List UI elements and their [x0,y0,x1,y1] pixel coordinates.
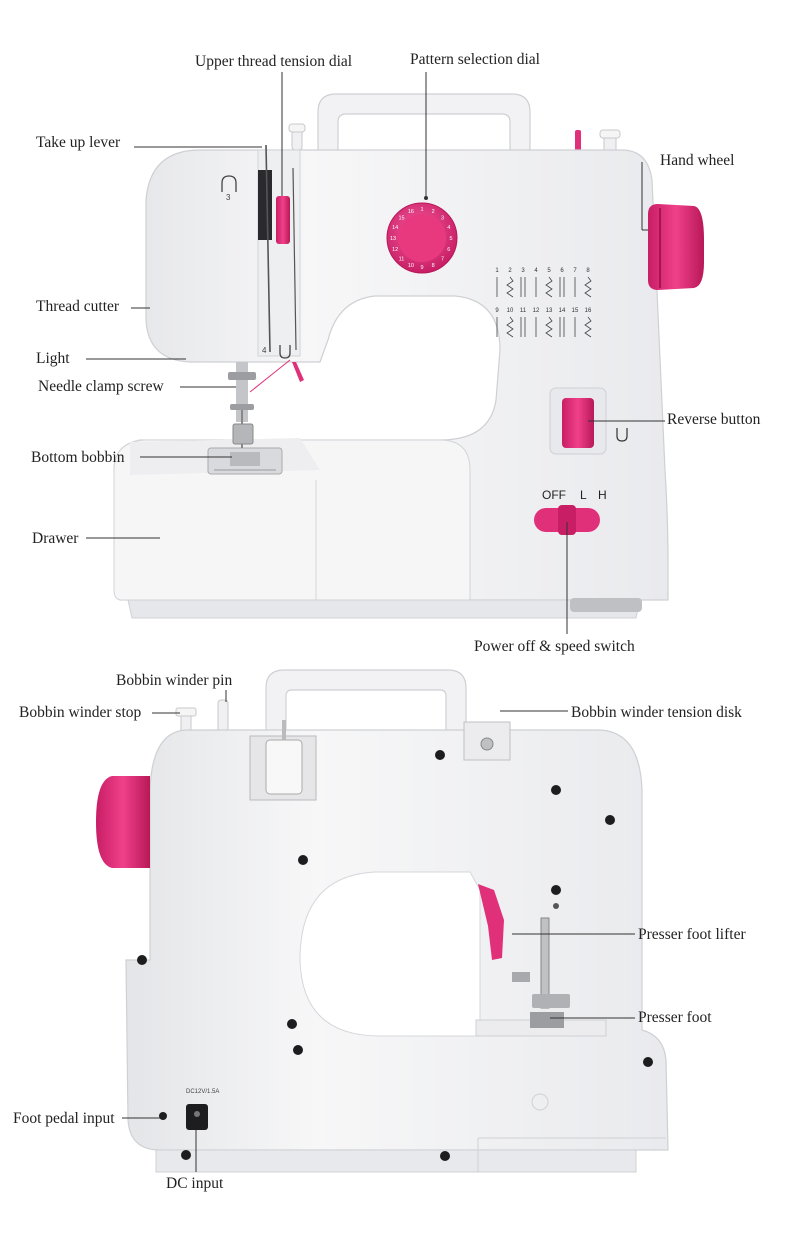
stitch-number: 6 [560,268,564,274]
side-hand-wheel [96,776,150,868]
dial-number: 4 [447,225,450,231]
stitch-number: 12 [533,308,540,314]
stitch-number: 14 [559,308,566,314]
label-dc-input: DC input [166,1175,224,1192]
dial-number: 16 [408,209,414,215]
dial-number: 10 [408,263,414,269]
switch-label-off: OFF [542,488,566,502]
side-mark-bottom: 4 [262,346,267,355]
stitch-number: 5 [547,268,551,274]
stitch-number: 8 [586,268,590,274]
label-presser-foot-lifter: Presser foot lifter [638,926,746,943]
stitch-number: 15 [572,308,579,314]
switch-label-l: L [580,488,587,502]
dial-number: 2 [432,209,435,215]
stitch-number: 2 [508,268,512,274]
dial-number: 13 [390,236,396,242]
dc-rating-text: DC12V/1.5A [186,1089,219,1095]
stitch-pattern-glyph [520,317,526,337]
stitch-pattern-glyph [506,316,514,338]
label-reverse-button: Reverse button [667,411,761,428]
stitch-number: 13 [546,308,553,314]
hand-wheel [648,204,704,290]
label-bobbin-winder-tension-disk: Bobbin winder tension disk [571,704,742,721]
dial-number: 15 [398,216,404,222]
label-power-off-speed-switch: Power off & speed switch [474,638,635,655]
label-presser-foot: Presser foot [638,1009,712,1026]
label-bobbin-winder-stop: Bobbin winder stop [19,704,142,721]
switch-label-h: H [598,488,607,502]
stitch-number: 9 [495,308,499,314]
label-needle-clamp-screw: Needle clamp screw [38,378,164,395]
stitch-number: 4 [534,268,538,274]
label-foot-pedal-input: Foot pedal input [13,1110,115,1127]
stitch-number: 3 [521,268,525,274]
stitch-number: 10 [507,308,514,314]
side-mark-top: 3 [226,193,231,202]
side-machine: DC12V/1.5A [96,669,669,1173]
drawer-front [113,439,471,601]
dial-number: 1 [420,207,423,213]
dial-number: 12 [392,247,398,253]
label-hand-wheel: Hand wheel [660,152,735,169]
label-upper-thread-tension-dial: Upper thread tension dial [195,53,353,70]
label-drawer: Drawer [32,530,79,547]
label-thread-cutter: Thread cutter [36,298,120,315]
side-callout-lines [122,690,635,1172]
stitch-pattern-glyph [559,317,565,337]
stitch-number: 11 [520,308,527,314]
front-callout-lines [86,72,665,634]
label-bottom-bobbin: Bottom bobbin [31,449,125,466]
stitch-pattern-glyph [506,276,514,298]
stitch-pattern-glyph [584,276,592,298]
dial-number: 5 [449,236,452,242]
dial-number: 14 [392,225,398,231]
stitch-number: 1 [495,268,499,274]
dial-number: 8 [432,263,435,269]
stitch-pattern-glyph [584,316,592,338]
stitch-pattern-glyph [545,276,553,298]
label-pattern-selection-dial: Pattern selection dial [410,51,540,68]
label-light: Light [36,350,70,367]
dial-number: 9 [420,265,423,271]
label-take-up-lever: Take up lever [36,134,121,151]
stitch-pattern-glyph [559,277,565,297]
dial-number: 6 [447,247,450,253]
label-bobbin-winder-pin: Bobbin winder pin [116,672,233,689]
stitch-pattern-glyph [545,316,553,338]
stitch-number: 7 [573,268,577,274]
stitch-number: 16 [585,308,592,314]
dial-number: 7 [441,257,444,263]
stitch-pattern-glyph [520,277,526,297]
dial-number: 11 [399,257,405,263]
dial-number: 3 [441,216,444,222]
